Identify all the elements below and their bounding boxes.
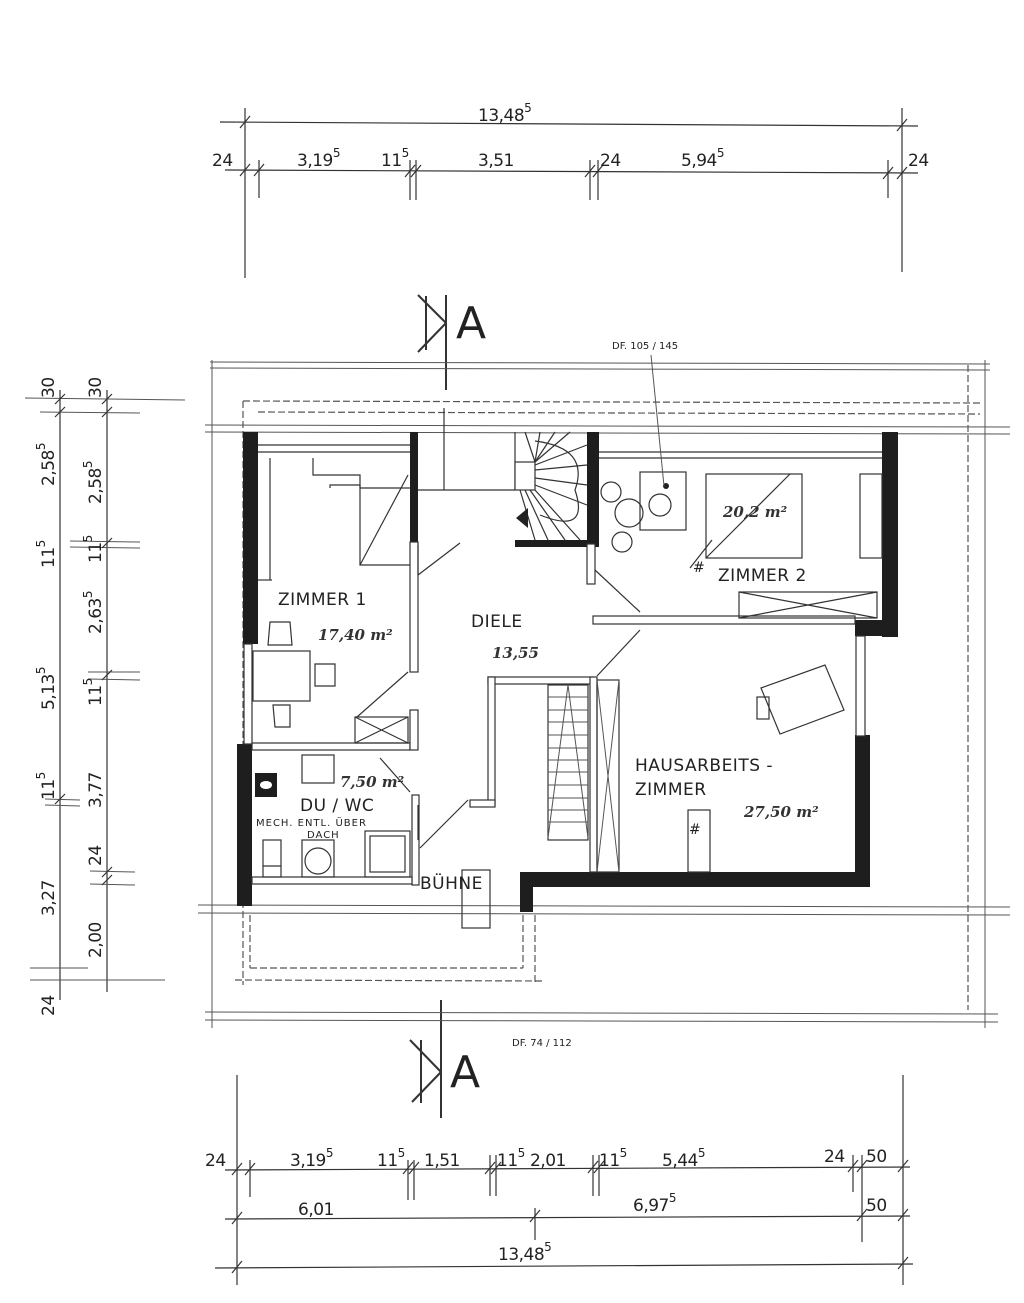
svg-text:13,485: 13,485 bbox=[478, 101, 531, 126]
svg-text:1,51: 1,51 bbox=[424, 1151, 460, 1171]
straight-stair bbox=[547, 684, 589, 841]
svg-text:24: 24 bbox=[600, 151, 621, 171]
svg-text:#: # bbox=[689, 822, 700, 838]
room-duwc-note2: DACH bbox=[307, 830, 340, 841]
svg-text:24: 24 bbox=[86, 845, 106, 866]
svg-text:A: A bbox=[450, 1047, 480, 1098]
room-zimmer2-area: 20,2 m² bbox=[722, 503, 788, 521]
svg-text:5,945: 5,945 bbox=[681, 146, 724, 171]
svg-text:3,195: 3,195 bbox=[297, 146, 340, 171]
room-duwc-area: 7,50 m² bbox=[340, 773, 405, 791]
svg-text:13,485: 13,485 bbox=[498, 1240, 551, 1265]
roof-outline bbox=[197, 360, 1011, 1028]
svg-text:2,635: 2,635 bbox=[81, 591, 106, 634]
svg-text:50: 50 bbox=[866, 1196, 887, 1216]
top-dimension-chain: 13,485 24 3,195 115 3,51 24 5,945 24 bbox=[212, 101, 929, 278]
room-buehne-label: BÜHNE bbox=[420, 872, 483, 894]
svg-text:115: 115 bbox=[377, 1146, 405, 1171]
svg-text:30: 30 bbox=[86, 377, 106, 398]
room-zimmer1-label: ZIMMER 1 bbox=[278, 590, 367, 610]
svg-text:5,135: 5,135 bbox=[34, 667, 59, 710]
svg-text:24: 24 bbox=[824, 1147, 845, 1167]
svg-text:115: 115 bbox=[381, 146, 409, 171]
room-diele-area: 13,55 bbox=[492, 644, 539, 662]
room-hausarbeit-label-2: ZIMMER bbox=[635, 780, 707, 800]
interior-walls bbox=[243, 408, 882, 886]
svg-text:24: 24 bbox=[212, 151, 233, 171]
room-duwc-note: MECH. ENTL. ÜBER bbox=[256, 816, 367, 829]
svg-text:3,27: 3,27 bbox=[39, 880, 59, 916]
room-zimmer2-label: ZIMMER 2 bbox=[718, 566, 807, 586]
svg-text:24: 24 bbox=[205, 1151, 226, 1171]
svg-text:3,51: 3,51 bbox=[478, 151, 514, 171]
svg-text:2,00: 2,00 bbox=[86, 922, 106, 958]
window-label-top: DF. 105 / 145 bbox=[612, 341, 678, 352]
svg-text:A: A bbox=[456, 298, 486, 349]
svg-text:3,77: 3,77 bbox=[86, 772, 106, 808]
svg-text:2,01: 2,01 bbox=[530, 1151, 566, 1171]
svg-text:2,585: 2,585 bbox=[81, 461, 106, 504]
stair-arrow-icon bbox=[516, 508, 528, 528]
svg-text:50: 50 bbox=[866, 1147, 887, 1167]
room-duwc-label: DU / WC bbox=[300, 796, 374, 816]
svg-text:30: 30 bbox=[39, 377, 59, 398]
section-marker-bottom: A bbox=[409, 1000, 480, 1118]
svg-text:6,01: 6,01 bbox=[298, 1200, 334, 1220]
svg-text:24: 24 bbox=[39, 995, 59, 1016]
bottom-dimension-chains: 24 3,195 115 1,51 115 2,01 115 5,445 24 … bbox=[205, 1075, 914, 1285]
room-labels: ZIMMER 1 17,40 m² ZIMMER 2 20,2 m² DIELE… bbox=[256, 341, 819, 1049]
left-dimension-chains: 30 2,585 115 5,135 115 3,27 24 30 2,585 … bbox=[24, 377, 186, 1016]
svg-text:3,195: 3,195 bbox=[290, 1146, 333, 1171]
svg-text:115: 115 bbox=[34, 540, 59, 568]
svg-text:5,445: 5,445 bbox=[662, 1146, 705, 1171]
room-hausarbeit-label-1: HAUSARBEITS - bbox=[635, 756, 773, 776]
svg-text:115: 115 bbox=[497, 1146, 525, 1171]
window-label-bottom: DF. 74 / 112 bbox=[512, 1038, 572, 1049]
spiral-stair bbox=[514, 431, 588, 541]
svg-text:24: 24 bbox=[908, 151, 929, 171]
svg-text:#: # bbox=[693, 560, 704, 576]
svg-text:115: 115 bbox=[599, 1146, 627, 1171]
svg-text:115: 115 bbox=[81, 678, 106, 706]
room-diele-label: DIELE bbox=[471, 612, 523, 632]
svg-text:115: 115 bbox=[34, 772, 59, 800]
svg-text:6,975: 6,975 bbox=[633, 1191, 676, 1216]
svg-text:2,585: 2,585 bbox=[34, 443, 59, 486]
furniture: # # bbox=[252, 354, 883, 929]
exterior-walls bbox=[237, 432, 898, 912]
room-hausarbeit-area: 27,50 m² bbox=[743, 803, 819, 821]
svg-text:115: 115 bbox=[81, 535, 106, 563]
section-marker-top: A bbox=[417, 294, 486, 390]
room-zimmer1-area: 17,40 m² bbox=[318, 626, 393, 644]
